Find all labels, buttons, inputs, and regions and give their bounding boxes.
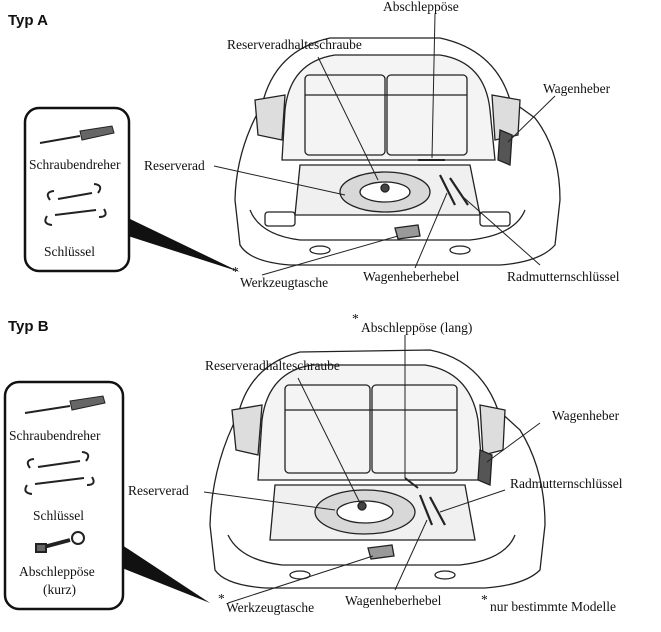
callout-wedge-typ-a: [128, 218, 240, 272]
label-spare-tire: Reserverad: [144, 158, 205, 173]
car-rear-typ-b: [209, 349, 546, 589]
label-jack-b: Wagenheber: [552, 408, 620, 423]
tool-label-wrench-b: Schlüssel: [33, 508, 85, 523]
label-lug-wrench-b: Radmutternschlüssel: [510, 476, 623, 491]
footnote-text: nur bestimmte Modelle: [490, 599, 616, 614]
label-towing-eye-long: Abschleppöse (lang): [361, 320, 473, 335]
tool-label-screwdriver: Schraubendreher: [29, 157, 121, 172]
asterisk-towing-eye-long: *: [352, 311, 359, 326]
car-rear-typ-a: [234, 37, 561, 266]
leader-lines-typ-b: [203, 335, 541, 604]
tool-box-typ-b: [3, 380, 125, 611]
tool-box-typ-a: [23, 106, 131, 273]
section-title-typ-a: Typ A: [8, 12, 48, 29]
towing-eye-icon: [35, 531, 85, 553]
wrench-icon: [44, 183, 107, 226]
label-jack-lever: Wagenheberhebel: [363, 269, 460, 284]
asterisk-tool-bag-b: *: [218, 591, 225, 606]
tool-label-screwdriver-b: Schraubendreher: [9, 428, 101, 443]
callout-wedge-typ-b: [122, 545, 210, 603]
label-tool-bag: Werkzeugtasche: [240, 275, 329, 290]
leader-lines-typ-a: [213, 13, 556, 276]
tool-label-wrench: Schlüssel: [44, 244, 96, 259]
footnote-marker: *: [481, 592, 488, 607]
screwdriver-icon: [39, 125, 115, 144]
screwdriver-icon: [24, 395, 106, 414]
label-spare-wheel-bolt-b: Reserveradhalteschraube: [205, 358, 340, 373]
label-towing-eye: Abschleppöse: [383, 0, 459, 14]
wrench-icon: [24, 451, 95, 495]
label-lug-wrench: Radmutternschlüssel: [507, 269, 620, 284]
label-tool-bag-b: Werkzeugtasche: [226, 600, 315, 615]
asterisk-tool-bag-a: *: [232, 264, 239, 279]
label-jack-lever-b: Wagenheberhebel: [345, 593, 442, 608]
tool-label-towing-eye-short: Abschleppöse: [19, 564, 95, 579]
label-spare-wheel-bolt: Reserveradhalteschraube: [227, 37, 362, 52]
label-jack: Wagenheber: [543, 81, 611, 96]
section-title-typ-b: Typ B: [8, 318, 49, 335]
tool-label-towing-eye-short-suffix: (kurz): [43, 582, 76, 597]
label-spare-tire-b: Reserverad: [128, 483, 189, 498]
